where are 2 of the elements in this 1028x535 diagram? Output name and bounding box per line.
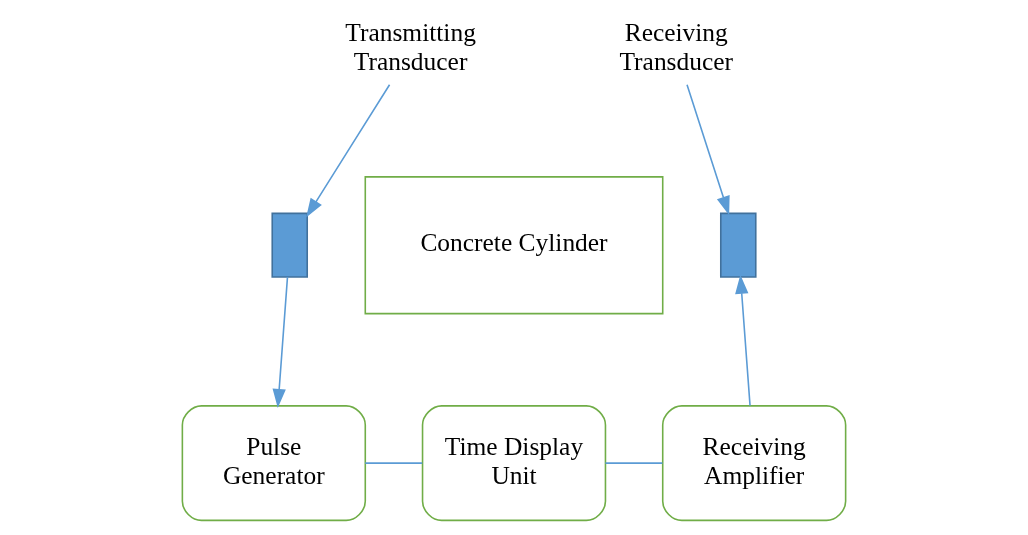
- node-text: Receiving Transducer: [619, 18, 733, 76]
- node-text: Transmitting Transducer: [345, 18, 476, 76]
